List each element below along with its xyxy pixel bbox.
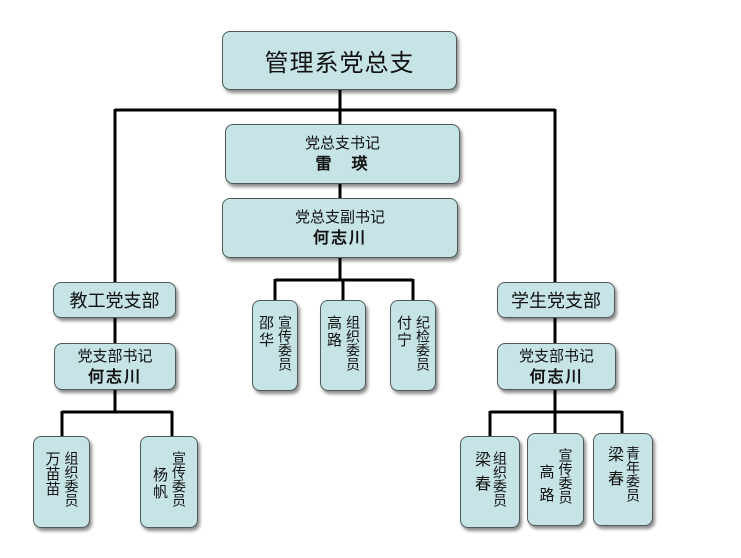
member-name: 高路 xyxy=(537,464,556,510)
right-branch-name: 学生党支部 xyxy=(511,291,601,312)
secretary-node: 党总支书记 雷 瑛 xyxy=(225,124,460,184)
left-branch-name: 教工党支部 xyxy=(69,291,160,312)
member-role: 宣传委员 xyxy=(556,448,573,504)
member-name: 高路 xyxy=(325,315,343,349)
member-name: 杨帆 xyxy=(151,467,169,501)
member-role: 组织委员 xyxy=(62,451,79,507)
member-role: 宣传委员 xyxy=(170,451,186,507)
left-branch-secretary-node: 党支部书记 何志川 xyxy=(54,343,176,390)
deputy-name: 何志川 xyxy=(312,228,367,247)
member-role: 宣传委员 xyxy=(276,315,292,371)
right-branch-secretary-role: 党支部书记 xyxy=(518,346,594,365)
right-branch-secretary-name: 何志川 xyxy=(529,366,584,386)
left-branch-secretary-name: 何志川 xyxy=(87,366,142,386)
deputy-role: 党总支副书记 xyxy=(294,208,385,226)
member-role: 组织委员 xyxy=(344,315,360,371)
left-member-2: 宣传委员 杨帆 xyxy=(140,436,198,528)
member-name: 邵华 xyxy=(257,315,275,349)
right-branch-secretary-node: 党支部书记 何志川 xyxy=(497,343,616,390)
center-member-3: 纪检委员 付宁 xyxy=(390,300,436,391)
member-name: 梁春 xyxy=(472,451,491,499)
center-member-1: 宣传委员 邵华 xyxy=(252,300,298,391)
left-branch-node: 教工党支部 xyxy=(53,282,176,318)
root-node: 管理系党总支 xyxy=(222,31,457,90)
left-member-1: 组织委员 万苗苗 xyxy=(33,436,90,528)
center-member-2: 组织委员 高路 xyxy=(320,300,366,391)
deputy-node: 党总支副书记 何志川 xyxy=(222,198,458,258)
member-role: 纪检委员 xyxy=(414,315,430,371)
secretary-role: 党总支书记 xyxy=(304,134,380,152)
right-member-3: 青年委员 梁春 xyxy=(593,433,653,526)
secretary-name: 雷 瑛 xyxy=(315,154,370,173)
member-role: 青年委员 xyxy=(624,446,640,502)
right-member-2: 宣传委员 高路 xyxy=(527,433,584,526)
member-name: 付宁 xyxy=(395,315,413,349)
left-branch-secretary-role: 党支部书记 xyxy=(77,346,153,365)
root-title: 管理系党总支 xyxy=(264,49,415,77)
member-name: 万苗苗 xyxy=(43,451,62,496)
right-member-1: 组织委员 梁春 xyxy=(460,436,520,528)
right-branch-node: 学生党支部 xyxy=(497,282,615,318)
member-role: 组织委员 xyxy=(491,451,507,507)
member-name: 梁春 xyxy=(605,446,624,494)
